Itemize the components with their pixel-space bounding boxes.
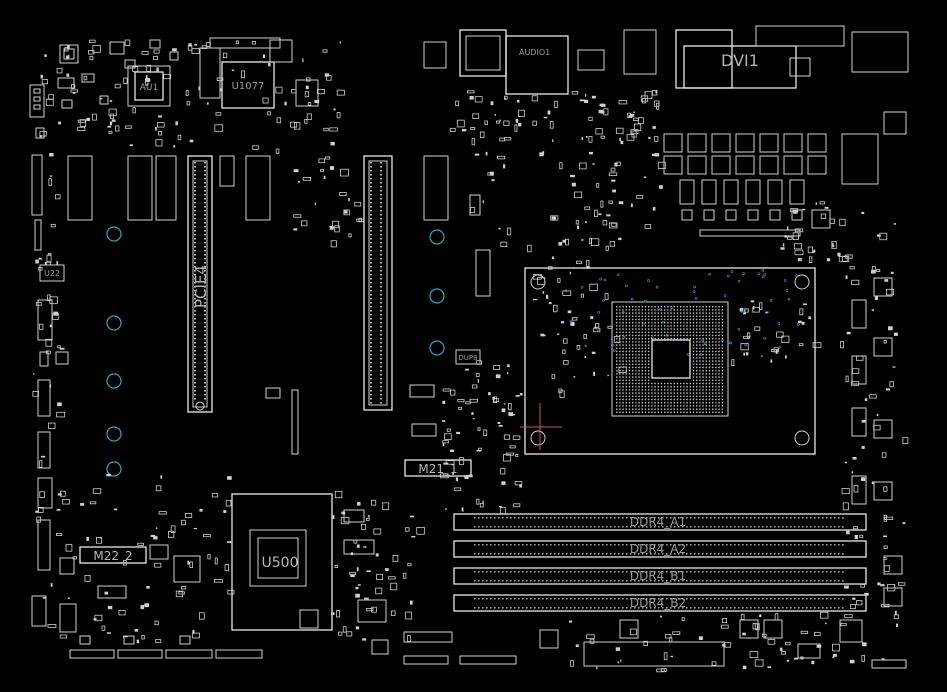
center-slot: DUP8 xyxy=(363,155,491,437)
cpu-pin-grid xyxy=(616,306,723,413)
left-headers: U22 xyxy=(31,154,69,509)
narrow-connector xyxy=(291,389,299,455)
dup8-label: DUP8 xyxy=(458,354,477,362)
bottom-left-connectors xyxy=(69,635,263,659)
vrm-area xyxy=(663,133,827,237)
m2-2-label: M22_2 xyxy=(93,549,132,563)
ddr4-a2-label: DDR4_A2 xyxy=(630,542,686,556)
dvi1-label: DVI1 xyxy=(721,51,759,70)
m2-slot-2: M22_2 xyxy=(31,519,201,633)
ddr4-b2-label: DDR4_B2 xyxy=(630,596,686,610)
right-edge xyxy=(811,111,907,607)
ddr4-slots: DDR4_A1 DDR4_A2 DDR4_B1 DDR4_B2 xyxy=(453,513,867,612)
u500-label: U500 xyxy=(262,555,299,571)
smd-components xyxy=(32,39,909,673)
small-part xyxy=(265,387,281,399)
ddr4-b1-label: DDR4_B1 xyxy=(630,569,686,583)
u1077-label: U1077 xyxy=(232,81,265,92)
top-left-cluster xyxy=(29,39,179,139)
au1-chip: AU1 xyxy=(127,65,171,107)
au1-label: AU1 xyxy=(140,83,158,93)
u500-chipset: U500 xyxy=(231,493,389,655)
audio1-label: AUDIO1 xyxy=(519,48,550,57)
pcie4-label: PCIE4 xyxy=(192,265,210,308)
pcie4-slot: PCIE4 xyxy=(187,155,213,413)
u1077-chip: U1077 xyxy=(199,37,319,109)
left-holes xyxy=(106,226,122,477)
m2-slot-1: M21_1 xyxy=(404,459,472,477)
m2-1-label: M21_1 xyxy=(418,462,457,476)
cpu-socket xyxy=(520,267,816,455)
pci-headers-left xyxy=(67,155,271,221)
ddr4-a1-label: DDR4_A1 xyxy=(630,515,686,529)
u22-label: U22 xyxy=(44,269,60,278)
rear-io: AUDIO1 DVI1 xyxy=(423,25,909,95)
bottom-right-connectors xyxy=(403,619,907,669)
